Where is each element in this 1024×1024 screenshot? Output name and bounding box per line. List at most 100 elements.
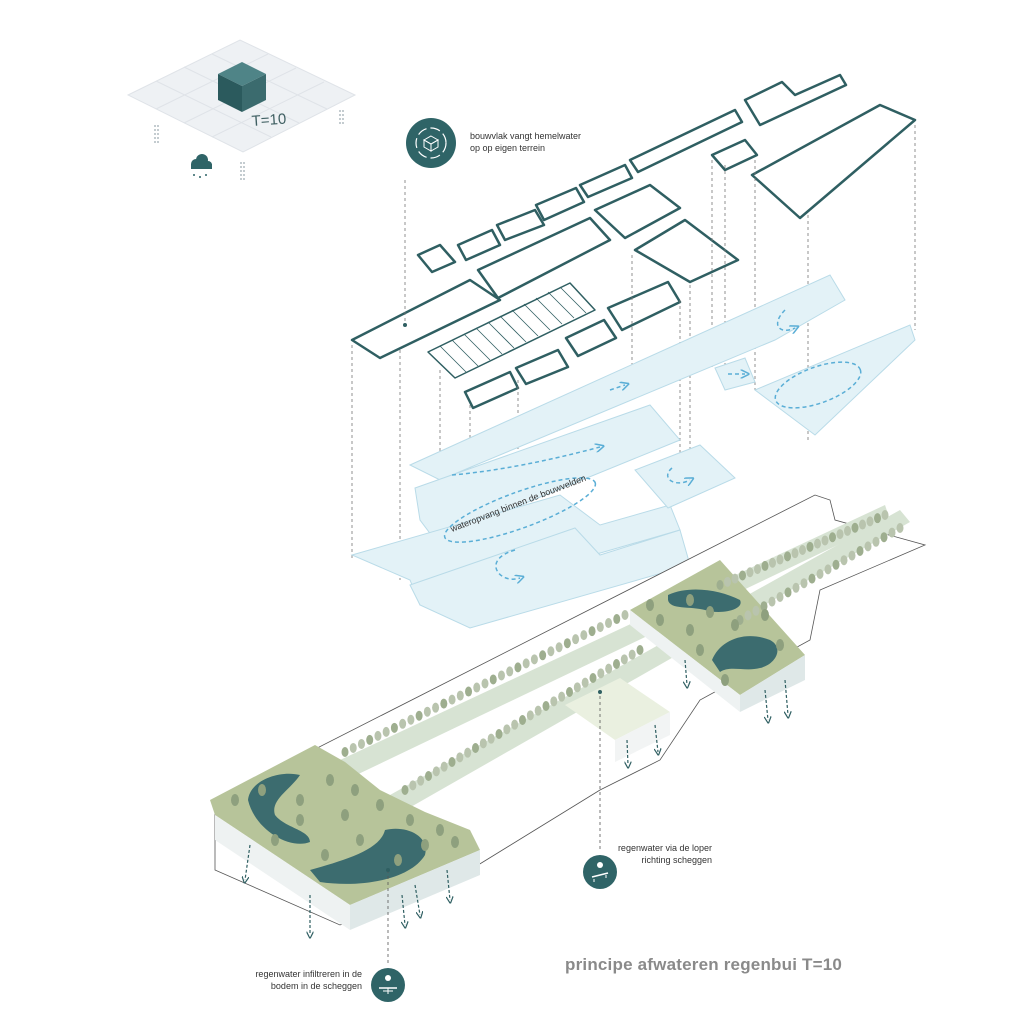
tree	[792, 582, 800, 593]
building-block	[350, 278, 502, 360]
tree	[436, 824, 444, 836]
tree	[580, 630, 588, 641]
tree	[519, 715, 526, 725]
recycle-cube-icon	[406, 118, 456, 168]
tree	[739, 570, 746, 581]
tree	[417, 775, 425, 786]
tree	[844, 525, 851, 536]
tree	[421, 839, 429, 851]
tree	[550, 696, 558, 707]
tree	[872, 536, 880, 547]
tree	[534, 705, 542, 716]
tree	[731, 619, 739, 631]
tree	[696, 644, 704, 656]
tree	[511, 719, 519, 730]
tree	[686, 594, 694, 606]
building-block	[564, 318, 618, 358]
tree	[724, 576, 731, 587]
tree	[481, 678, 489, 689]
tree	[366, 734, 374, 745]
pond	[712, 636, 778, 672]
infiltreren-label-line2: bodem in de scheggen	[270, 981, 362, 991]
tree	[376, 799, 384, 811]
tree	[896, 523, 904, 533]
tree	[440, 761, 448, 772]
tree	[814, 538, 821, 549]
tree	[356, 834, 364, 846]
tree	[271, 834, 279, 846]
tree	[806, 541, 814, 552]
tree	[613, 659, 620, 669]
tree	[341, 747, 349, 757]
tree	[425, 771, 432, 781]
tree	[539, 650, 547, 661]
tree	[605, 618, 613, 629]
tree	[791, 548, 799, 559]
tree	[296, 814, 304, 826]
tree	[754, 564, 761, 575]
tree	[721, 674, 729, 686]
tree	[746, 567, 754, 578]
tree	[866, 516, 874, 527]
building-block	[534, 186, 586, 222]
building-block	[495, 208, 546, 242]
tree	[563, 638, 571, 649]
tree	[547, 646, 555, 657]
tree	[776, 639, 784, 651]
tree	[495, 729, 503, 739]
tree	[824, 564, 832, 575]
tree	[514, 662, 522, 673]
tree	[487, 733, 495, 744]
tree	[784, 551, 791, 562]
bouwvlak-label-line2: op op eigen terrein	[470, 143, 546, 153]
tree	[776, 554, 784, 565]
tree	[497, 670, 505, 681]
tree	[464, 747, 472, 758]
tree	[423, 706, 431, 717]
tree	[409, 780, 417, 791]
tree	[451, 836, 459, 848]
tree	[407, 714, 415, 725]
tree	[620, 654, 628, 665]
tree	[448, 694, 456, 705]
loper-label-line2: richting scheggen	[641, 855, 712, 865]
building-block	[578, 163, 634, 199]
tree	[566, 687, 573, 697]
loper-label-line1: regenwater via de loper	[617, 843, 712, 853]
tree	[768, 596, 776, 607]
tree	[816, 569, 824, 579]
pond	[668, 589, 741, 612]
tree	[621, 610, 629, 620]
tree	[808, 573, 816, 584]
tree	[864, 541, 872, 552]
tree	[636, 645, 644, 655]
bouwvlak-label: bouwvlak vangt hemelwater op op eigen te…	[470, 130, 581, 154]
tree	[351, 784, 359, 796]
tree	[573, 682, 581, 693]
tree-rows	[231, 510, 904, 866]
tree	[731, 573, 739, 584]
tree	[399, 718, 407, 729]
tree	[848, 550, 856, 561]
tree	[716, 580, 724, 590]
tree	[605, 663, 613, 674]
terrace-lines	[439, 286, 587, 373]
tree	[390, 722, 398, 733]
tree	[526, 710, 534, 721]
building-blocks	[350, 73, 917, 410]
building-block	[456, 228, 502, 262]
tree	[530, 654, 538, 665]
tree	[856, 546, 864, 556]
building-block	[743, 73, 848, 127]
building-block	[416, 243, 457, 274]
tree	[800, 578, 808, 589]
tree	[432, 766, 440, 777]
tree	[799, 545, 806, 555]
building-block	[463, 370, 520, 410]
loper-label: regenwater via de loper richting schegge…	[600, 842, 712, 866]
tree	[613, 614, 621, 625]
tree	[489, 674, 497, 685]
tree	[744, 610, 752, 621]
middle-area	[565, 678, 670, 762]
